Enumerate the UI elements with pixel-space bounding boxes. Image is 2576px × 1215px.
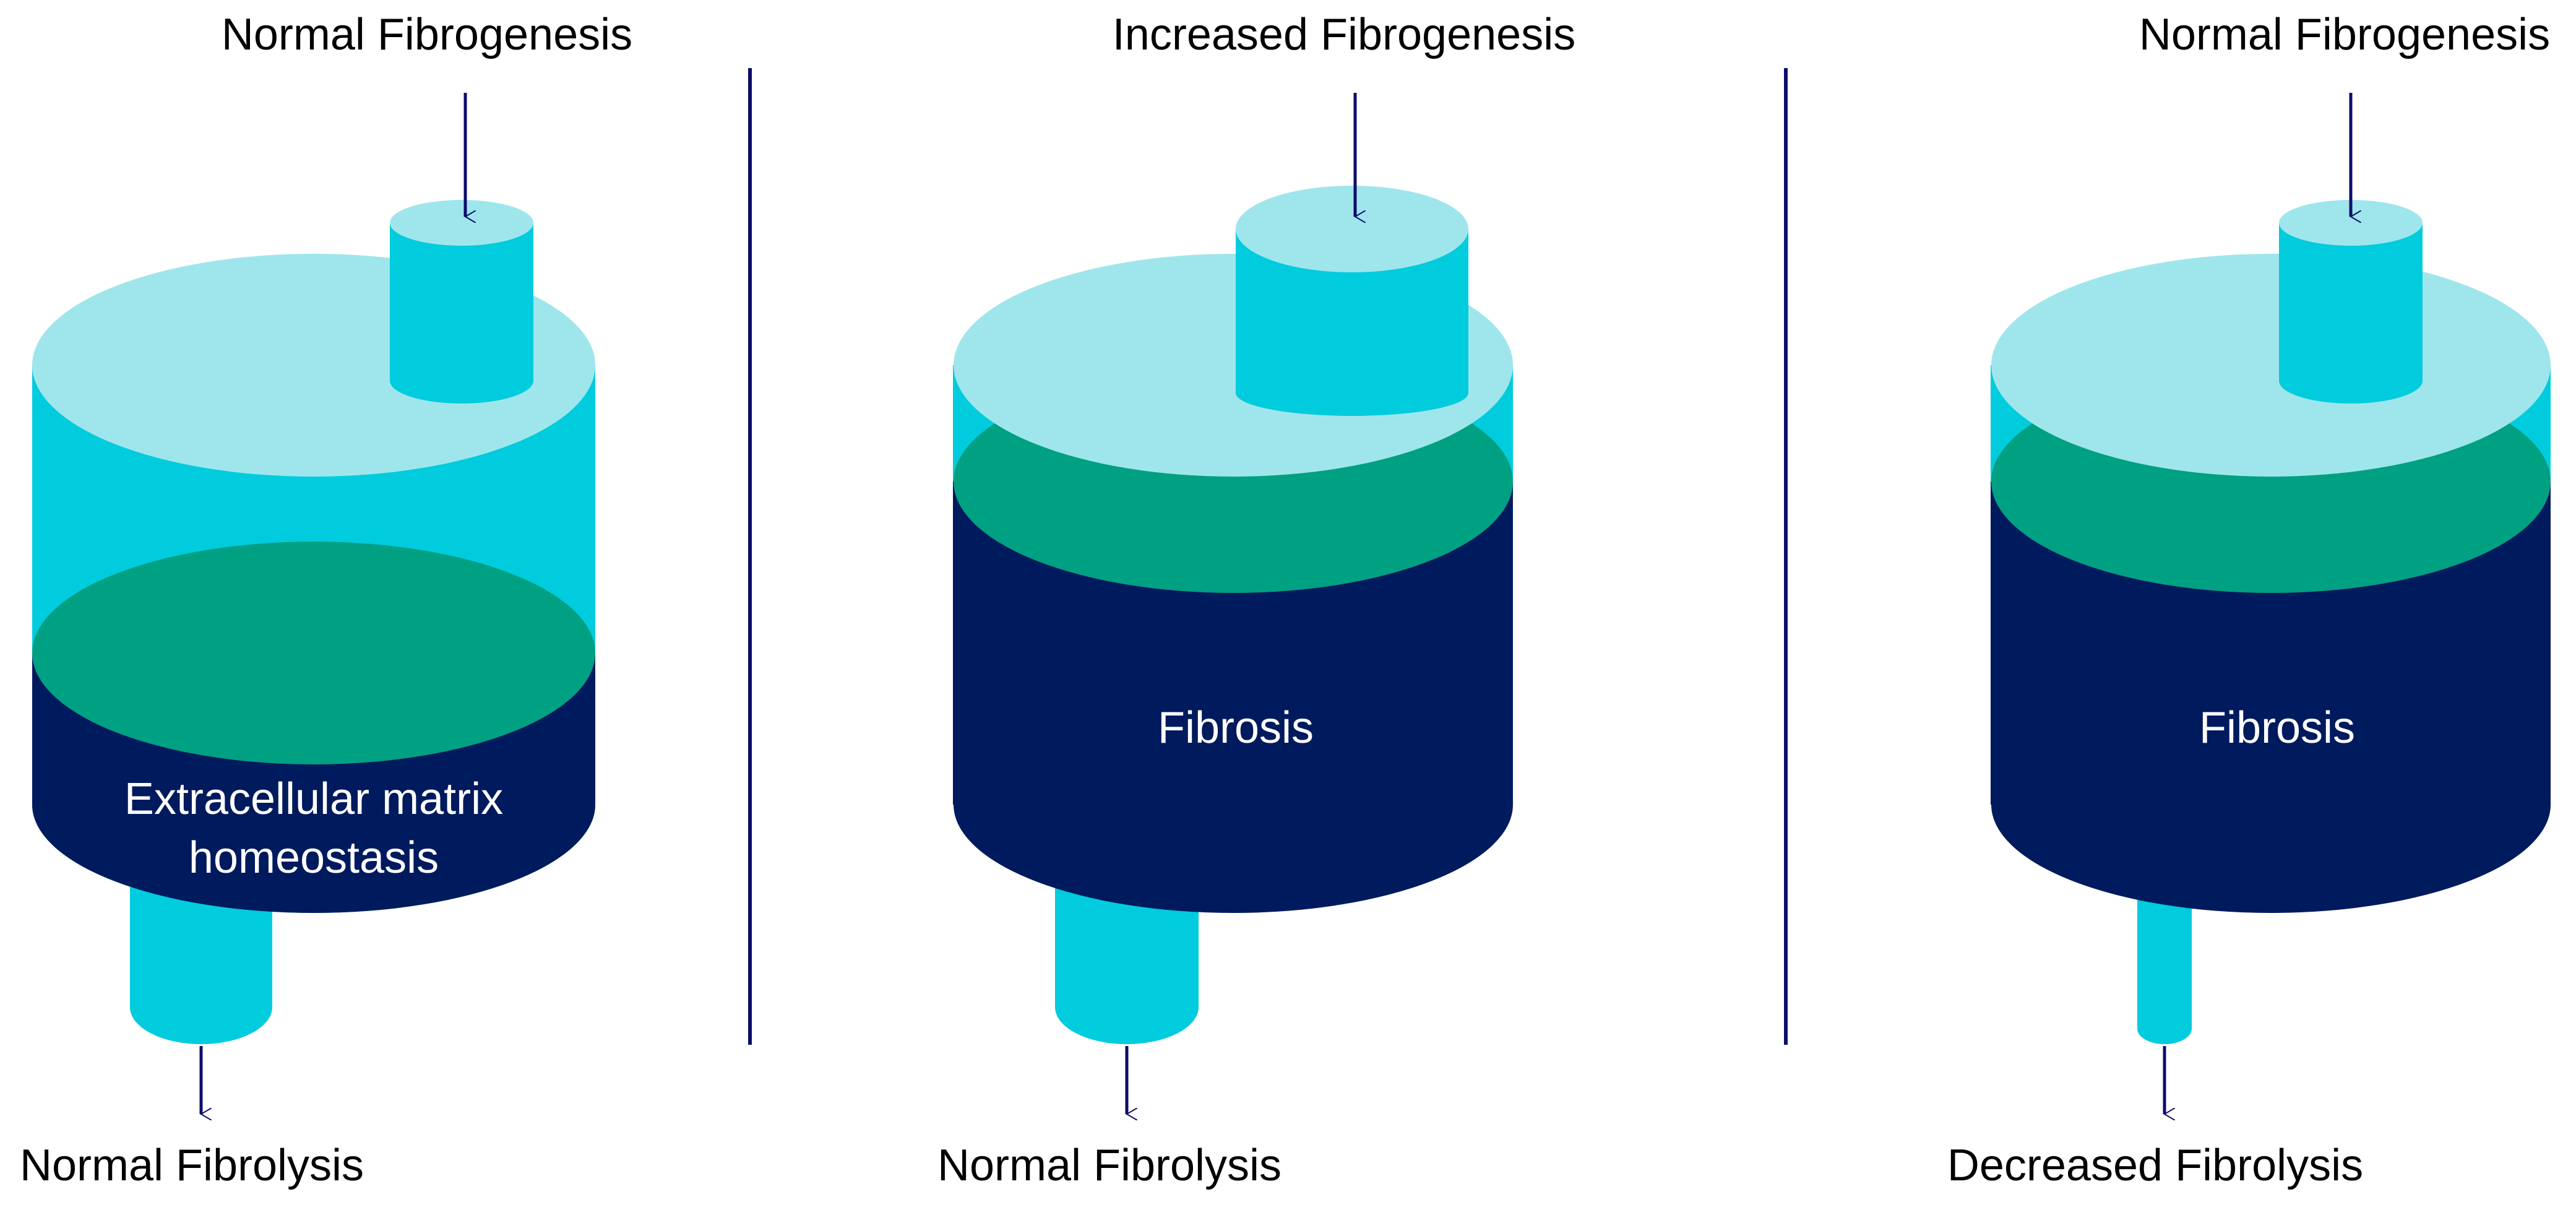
matrix-surface: [32, 542, 595, 764]
reservoir-tank: [1991, 254, 2551, 913]
tank-lid: [1991, 254, 2551, 477]
panel-decreased-fibrolysis: Normal Fibrogenesis Decreased Fibrolysis…: [1947, 10, 2551, 1190]
inflow-pipe: [1236, 186, 1468, 416]
reservoir-tank: [953, 254, 1513, 913]
panel-homeostasis: Normal Fibrogenesis Normal Fibrolysis Ex…: [20, 10, 632, 1190]
inner-label-line-2: homeostasis: [189, 833, 439, 883]
fibrolysis-label: Decreased Fibrolysis: [1947, 1141, 2363, 1190]
inflow-pipe: [390, 200, 533, 404]
inner-label-line-1: Fibrosis: [2199, 703, 2355, 753]
fibrolysis-label: Normal Fibrolysis: [20, 1141, 364, 1190]
panel-increased-fibrogenesis: Increased Fibrogenesis Normal Fibrolysis…: [937, 10, 1575, 1190]
inner-label-line-1: Fibrosis: [1158, 703, 1314, 753]
fibrolysis-label: Normal Fibrolysis: [937, 1141, 1282, 1190]
inner-label-line-1: Extracellular matrix: [124, 774, 503, 824]
fibrogenesis-label: Normal Fibrogenesis: [222, 10, 632, 59]
fibrogenesis-label: Increased Fibrogenesis: [1113, 10, 1575, 59]
inflow-pipe: [2279, 200, 2423, 404]
fibrogenesis-label: Normal Fibrogenesis: [2139, 10, 2550, 59]
